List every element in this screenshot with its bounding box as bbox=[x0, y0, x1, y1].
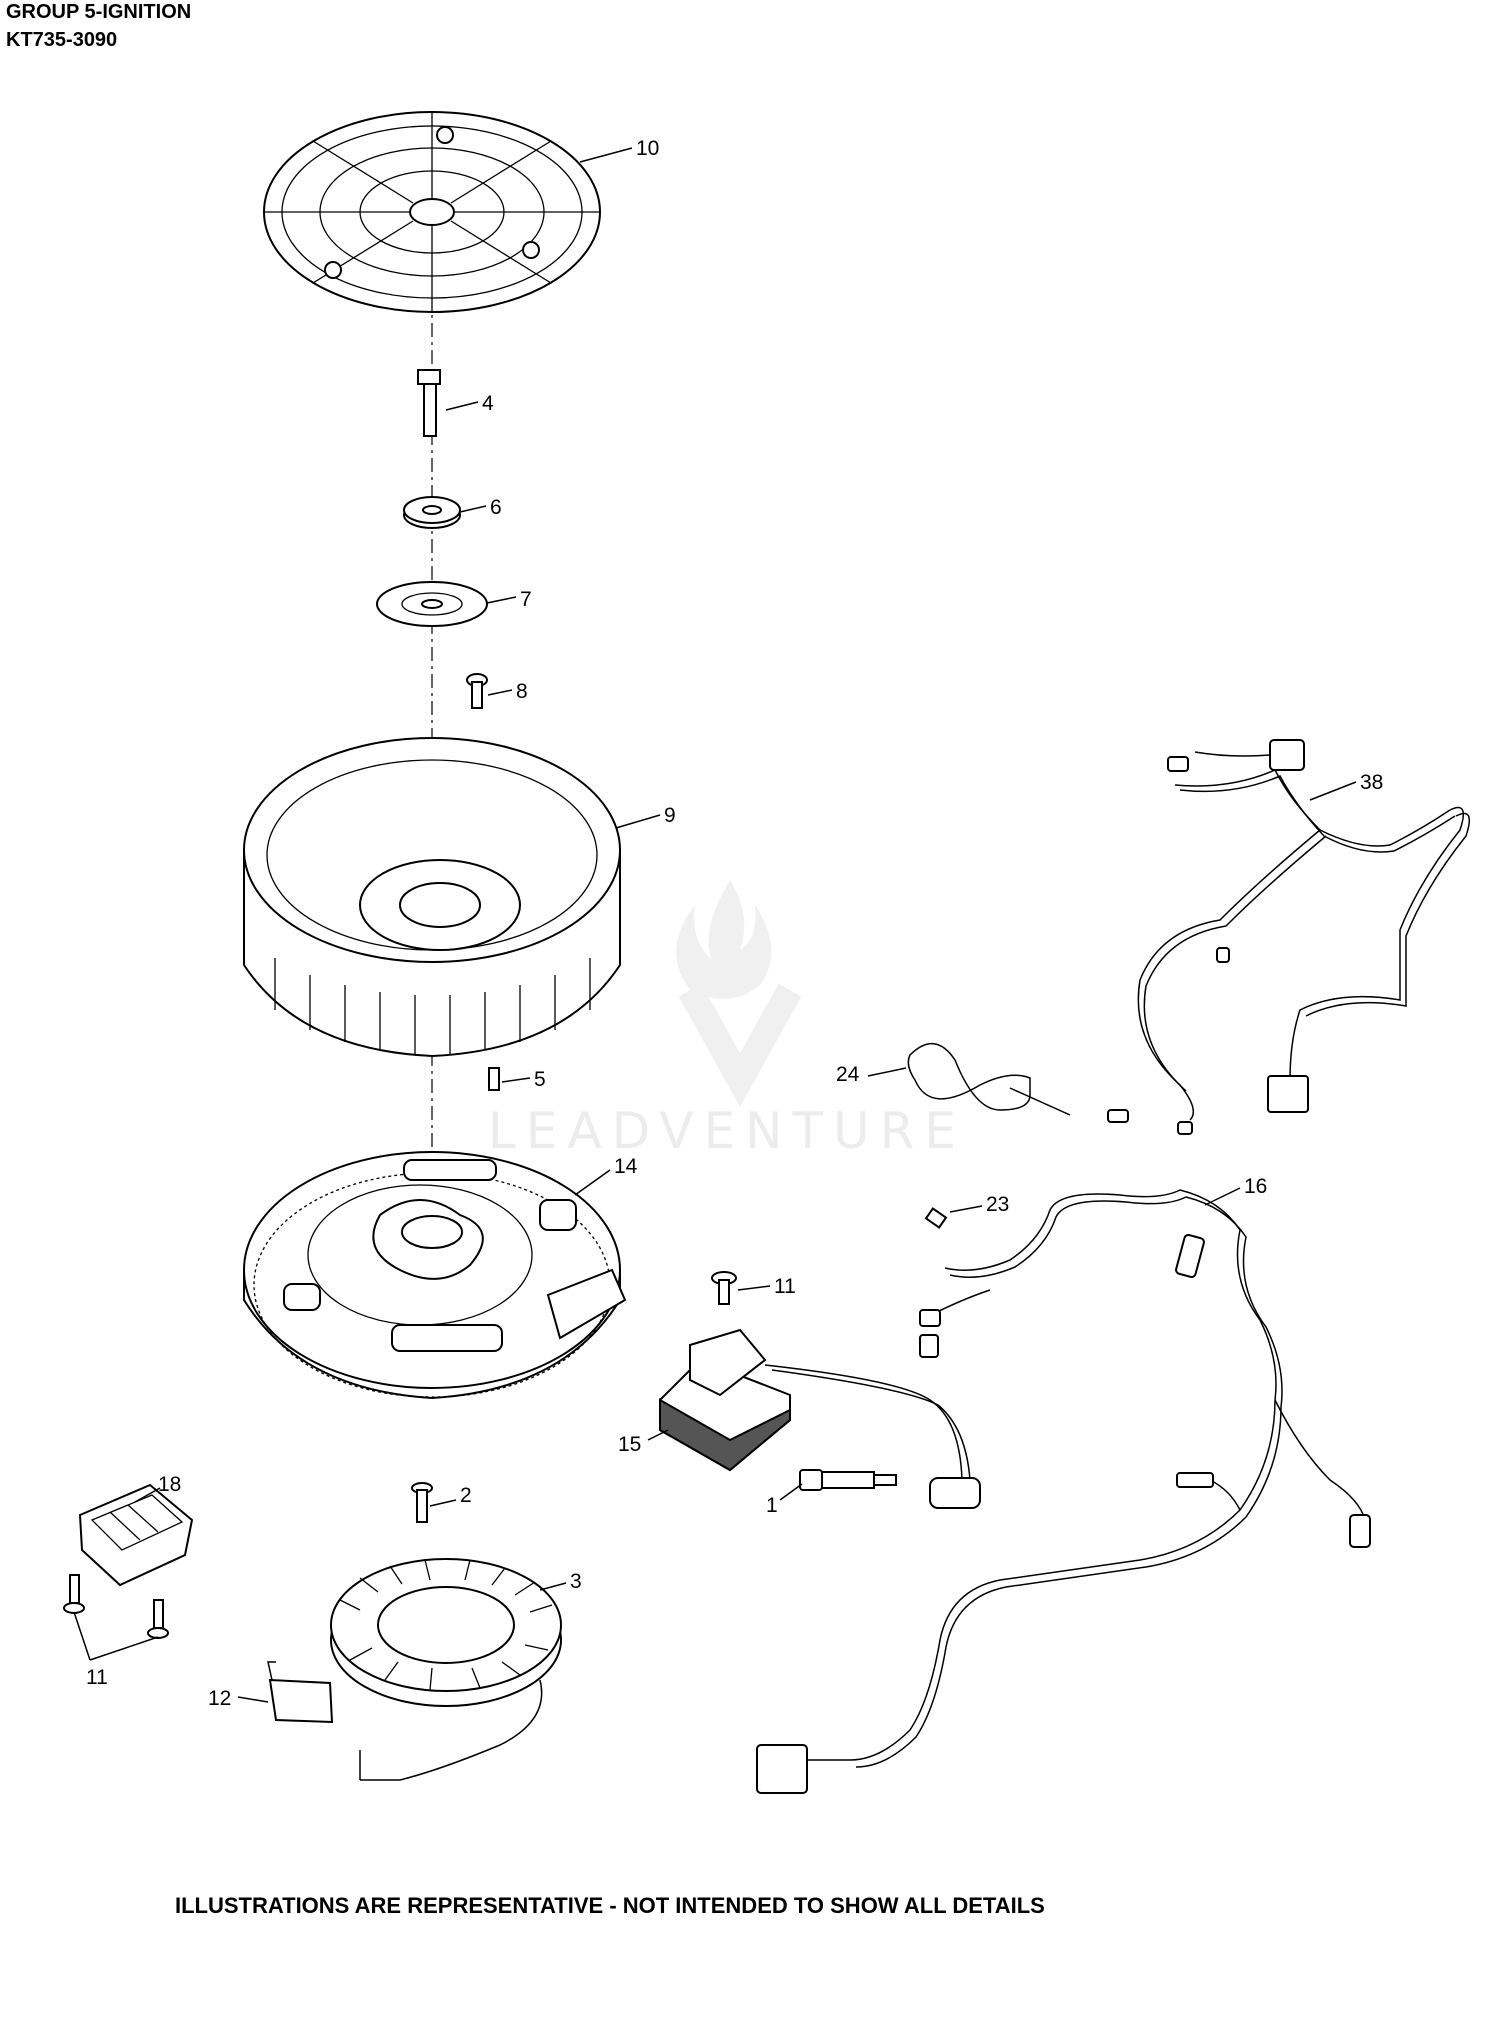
flywheel-fan bbox=[243, 737, 621, 1058]
flywheel-washer bbox=[403, 496, 461, 529]
callout-9: 9 bbox=[664, 804, 676, 827]
watermark: LEADVENTURE bbox=[488, 880, 966, 1160]
callout-10: 10 bbox=[636, 137, 659, 160]
callout-8: 8 bbox=[516, 680, 528, 703]
callout-3: 3 bbox=[570, 1570, 582, 1593]
cable-tie bbox=[907, 1043, 1031, 1111]
callout-7: 7 bbox=[520, 588, 532, 611]
stator-screw bbox=[411, 1482, 433, 1523]
callout-4: 4 bbox=[482, 392, 494, 415]
callout-11-module: 11 bbox=[774, 1275, 796, 1298]
disclaimer-note: ILLUSTRATIONS ARE REPRESENTATIVE - NOT I… bbox=[175, 1893, 1045, 1918]
group-title: GROUP 5-IGNITION bbox=[6, 1, 192, 23]
terminal bbox=[924, 1207, 948, 1229]
callout-6: 6 bbox=[490, 496, 502, 519]
fan-screw bbox=[466, 673, 488, 709]
flywheel-screen bbox=[263, 111, 601, 313]
callout-14: 14 bbox=[614, 1155, 638, 1178]
watermark-text: LEADVENTURE bbox=[488, 1102, 966, 1160]
callout-18: 18 bbox=[158, 1473, 181, 1496]
wiring-harness-38 bbox=[1107, 739, 1471, 1135]
callout-24: 24 bbox=[836, 1063, 860, 1086]
leader-lines bbox=[73, 147, 1357, 1703]
module-screw bbox=[711, 1271, 737, 1305]
wire-clip bbox=[267, 1661, 334, 1724]
callout-38: 38 bbox=[1360, 771, 1383, 794]
callout-23: 23 bbox=[986, 1193, 1009, 1216]
spark-plug bbox=[799, 1469, 897, 1491]
callout-5: 5 bbox=[534, 1068, 546, 1091]
callout-11-regulator: 11 bbox=[86, 1666, 108, 1689]
rectifier-regulator bbox=[78, 1483, 194, 1587]
callout-2: 2 bbox=[460, 1484, 472, 1507]
flywheel-bolt bbox=[417, 369, 441, 437]
callout-1: 1 bbox=[766, 1494, 778, 1517]
callout-12: 12 bbox=[208, 1687, 231, 1710]
flywheel-key bbox=[488, 1067, 500, 1091]
regulator-screws bbox=[63, 1574, 169, 1639]
callout-labels: 10 4 6 7 8 9 38 5 24 14 16 23 11 15 18 2… bbox=[86, 137, 1383, 1710]
wiring-harness-16 bbox=[756, 1189, 1371, 1794]
model-number: KT735-3090 bbox=[6, 29, 118, 51]
flywheel bbox=[243, 1151, 627, 1400]
fan-mounting-plate bbox=[376, 581, 488, 627]
callout-16: 16 bbox=[1244, 1175, 1267, 1198]
cable-tie-tail bbox=[1009, 1087, 1071, 1116]
ignition-module bbox=[659, 1328, 981, 1509]
callout-15: 15 bbox=[618, 1433, 641, 1456]
stator bbox=[330, 1558, 562, 1781]
